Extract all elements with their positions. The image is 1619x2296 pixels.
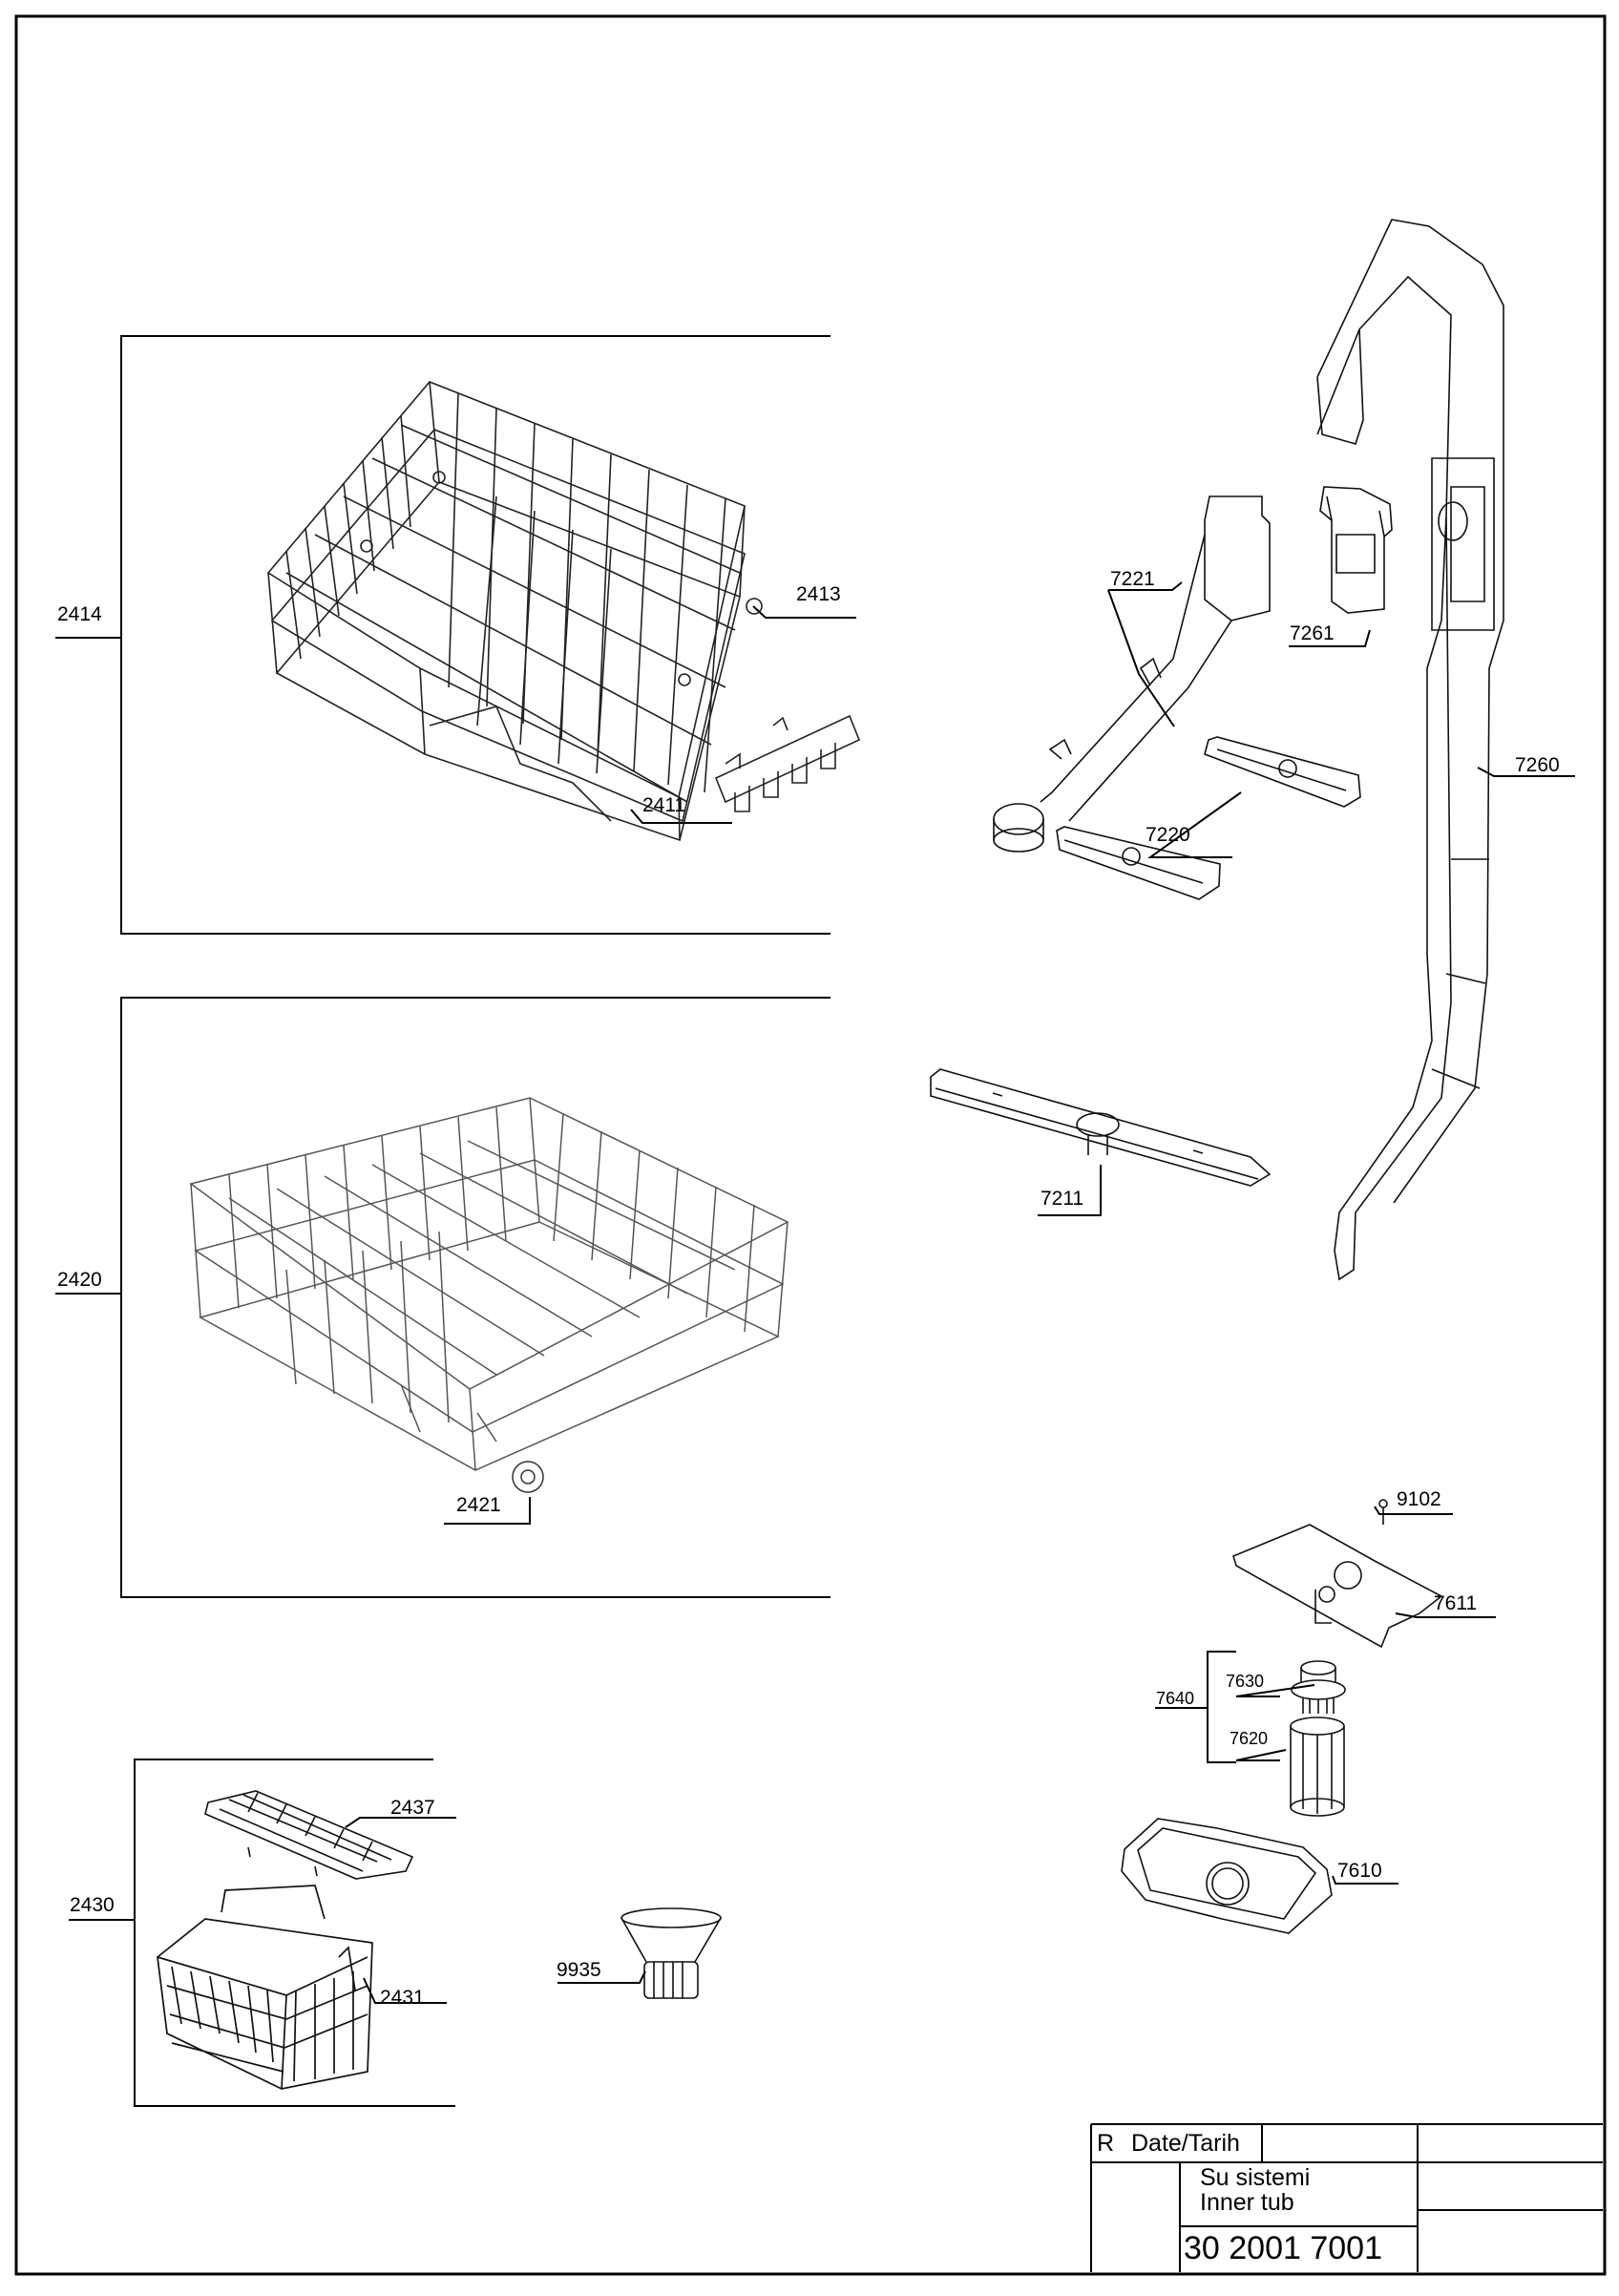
part-label-2413: 2413 (796, 583, 841, 605)
sheet-border (16, 16, 1605, 2274)
part-label-7261: 7261 (1290, 622, 1335, 644)
part-label-7260: 7260 (1515, 754, 1560, 776)
title-block (1091, 2124, 1603, 2272)
lower-spray-arm-drawing (931, 1069, 1270, 1186)
part-label-7610: 7610 (1337, 1860, 1382, 1882)
cutlery-lid-drawing (205, 1791, 412, 1879)
part-label-2420: 2420 (57, 1269, 102, 1291)
filter-plate-drawing (1122, 1819, 1332, 1933)
screw-drawing (1379, 1500, 1387, 1525)
title-block-title-tr: Su sistemi (1200, 2164, 1311, 2191)
part-label-2411: 2411 (642, 794, 686, 816)
filter-cap-drawing (1292, 1661, 1345, 1714)
title-block-date-label: Date/Tarih (1131, 2130, 1240, 2157)
bracket-upper-basket (121, 336, 831, 934)
part-label-9102: 9102 (1397, 1488, 1441, 1510)
funnel-drawing (621, 1908, 721, 1998)
upper-basket-drawing (268, 382, 762, 840)
part-label-7640: 7640 (1156, 1689, 1195, 1708)
part-label-7630: 7630 (1226, 1672, 1265, 1691)
upper-spray-arm-drawing (1057, 737, 1360, 899)
part-label-9935: 9935 (557, 1959, 601, 1981)
part-label-7220: 7220 (1146, 824, 1190, 846)
part-label-2430: 2430 (70, 1894, 115, 1916)
filter-cover-drawing (1233, 1525, 1441, 1647)
title-block-rev: R (1097, 2130, 1115, 2157)
part-label-7211: 7211 (1041, 1188, 1084, 1210)
part-label-7620: 7620 (1230, 1729, 1269, 1748)
part-label-7611: 7611 (1434, 1592, 1478, 1614)
title-block-title-en: Inner tub (1200, 2189, 1294, 2216)
part-label-2421: 2421 (456, 1494, 501, 1516)
upper-spray-pipe-drawing (994, 496, 1270, 852)
clip-rack-drawing (716, 716, 859, 811)
filter-cylinder-drawing (1291, 1717, 1344, 1816)
part-label-2431: 2431 (380, 1987, 425, 2009)
part-label-2437: 2437 (390, 1797, 435, 1819)
part-label-2414: 2414 (57, 603, 102, 625)
lower-wheel-drawing (513, 1462, 543, 1492)
part-label-7221: 7221 (1110, 568, 1155, 590)
bracket-lower-basket (121, 998, 831, 1597)
pipe-bracket-drawing (1320, 487, 1392, 613)
bracket-cutlery-basket (135, 1759, 455, 2106)
title-block-drawing-number: 30 2001 7001 (1184, 2230, 1382, 2266)
water-pipe-drawing (1317, 220, 1503, 1279)
lower-basket-drawing (191, 1098, 788, 1470)
cutlery-basket-drawing (158, 1885, 372, 2089)
